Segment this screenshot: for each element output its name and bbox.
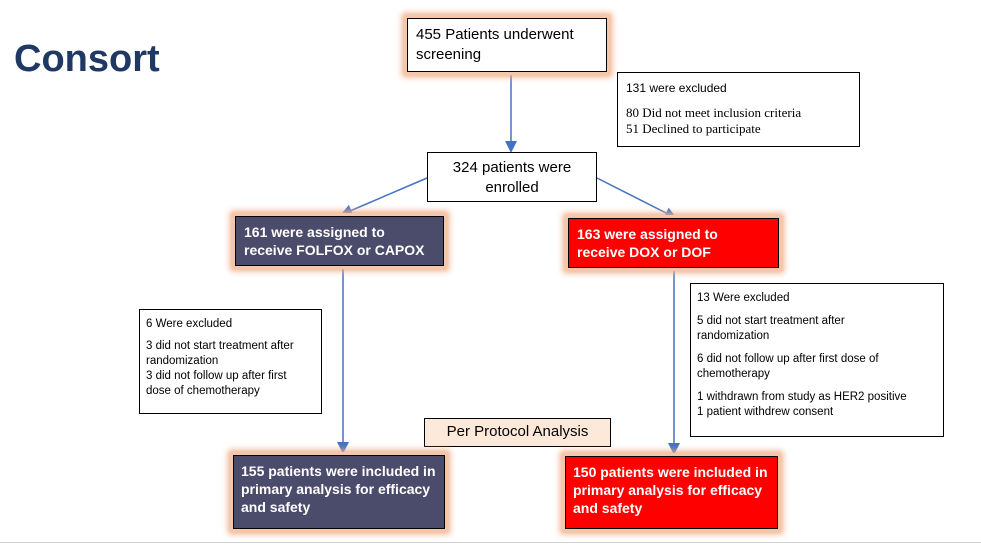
- excluded-left-line3: 3 did not follow up after first: [146, 369, 287, 382]
- excluded-left-line4: dose of chemotherapy: [146, 384, 260, 397]
- final-left-line3: and safety: [241, 499, 311, 516]
- excluded-top-line2: 51 Declined to participate: [626, 121, 761, 137]
- excluded-right-line3: 6 did not follow up after first dose of: [697, 352, 879, 365]
- arm-right-line1: 163 were assigned to: [577, 226, 718, 242]
- arm-left-line2: receive FOLFOX or CAPOX: [244, 242, 425, 259]
- screening-line1: 455 Patients underwent: [416, 26, 574, 43]
- per-protocol-text: Per Protocol Analysis: [446, 423, 589, 440]
- excluded-right-line2: randomization: [697, 329, 770, 342]
- final-right-line1: 150 patients were included in: [573, 464, 768, 480]
- excluded-top-heading: 131 were excluded: [626, 81, 727, 95]
- final-left-line2: primary analysis for efficacy: [241, 481, 431, 498]
- excluded-right-line1: 5 did not start treatment after: [697, 314, 845, 327]
- arm-left-line1: 161 were assigned to: [244, 224, 385, 240]
- excluded-right-line4: chemotherapy: [697, 367, 770, 380]
- arm-right-box: 163 were assigned to receive DOX or DOF: [568, 218, 779, 268]
- excluded-left-box: 6 Were excluded 3 did not start treatmen…: [139, 309, 322, 414]
- excluded-left-line2: randomization: [146, 354, 219, 367]
- excluded-left-heading: 6 Were excluded: [146, 318, 233, 330]
- excluded-right-line5: 1 withdrawn from study as HER2 positive: [697, 390, 907, 403]
- page-title: Consort: [14, 38, 160, 80]
- enrolled-line1: 324 patients were: [452, 159, 572, 176]
- excluded-right-box: 13 Were excluded 5 did not start treatme…: [690, 283, 944, 437]
- final-right-line2: primary analysis for efficacy: [573, 482, 763, 499]
- per-protocol-label: Per Protocol Analysis: [424, 418, 611, 447]
- screening-line2: screening: [416, 45, 482, 63]
- final-left-line1: 155 patients were included in: [241, 463, 436, 479]
- arm-right-line2: receive DOX or DOF: [577, 244, 711, 261]
- final-left-box: 155 patients were included in primary an…: [233, 455, 445, 529]
- enrolled-box: 324 patients were enrolled: [427, 152, 597, 202]
- arrow-enrolled-to-right-arm: [596, 177, 677, 219]
- excluded-top-line1: 80 Did not meet inclusion criteria: [626, 104, 802, 120]
- excluded-right-heading: 13 Were excluded: [697, 292, 790, 304]
- screening-box: 455 Patients underwent screening: [407, 18, 607, 72]
- final-right-line3: and safety: [573, 500, 643, 517]
- excluded-top-box: 131 were excluded 80 Did not meet inclus…: [617, 72, 860, 147]
- excluded-left-line1: 3 did not start treatment after: [146, 339, 294, 352]
- arm-left-box: 161 were assigned to receive FOLFOX or C…: [235, 216, 444, 266]
- excluded-right-line6: 1 patient withdrew consent: [697, 405, 834, 418]
- final-right-box: 150 patients were included in primary an…: [565, 456, 778, 529]
- arrow-enrolled-to-left-arm: [340, 177, 428, 216]
- enrolled-line2: enrolled: [485, 178, 539, 196]
- slide-divider: [0, 542, 981, 543]
